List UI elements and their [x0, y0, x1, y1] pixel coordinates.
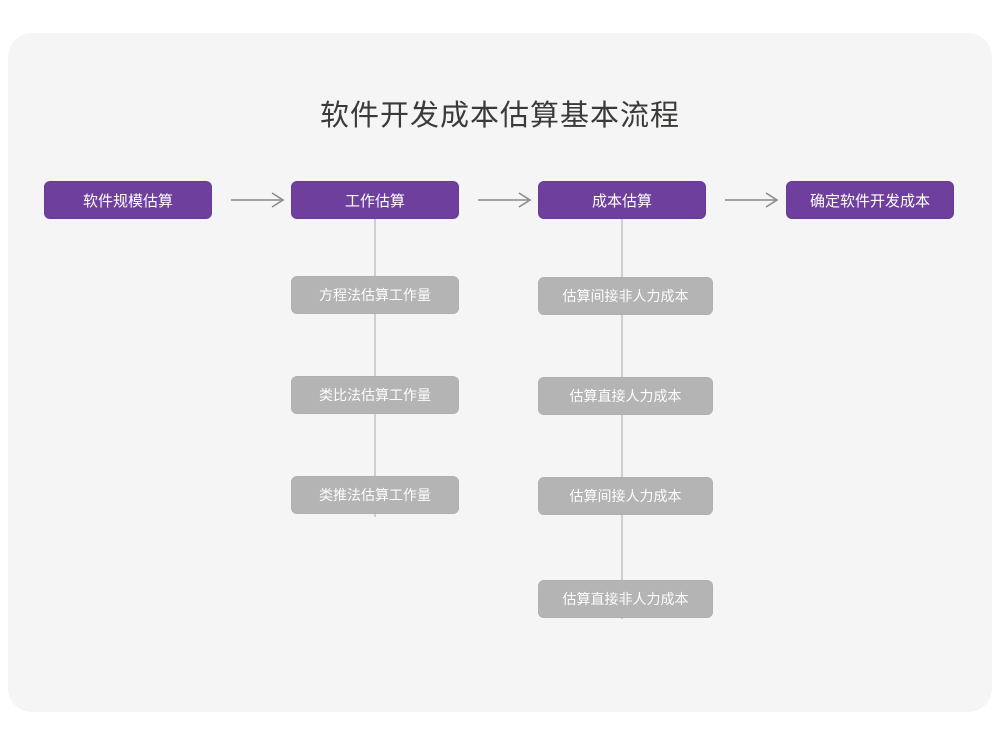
substep-node-indirect-nonlabor-cost[interactable]: 估算间接非人力成本	[538, 277, 713, 315]
arrow-right-icon-1	[229, 188, 289, 212]
substep-node-analogy-method-effort[interactable]: 类比法估算工作量	[291, 376, 459, 414]
substep-node-label: 估算直接非人力成本	[562, 591, 689, 607]
substep-node-label: 类比法估算工作量	[319, 387, 431, 403]
substep-node-equation-method-effort[interactable]: 方程法估算工作量	[291, 276, 459, 314]
stage-node-label: 软件规模估算	[82, 192, 173, 210]
connector-line-cost-estimation	[621, 219, 623, 619]
connector-line-effort-estimation	[374, 219, 376, 517]
substep-node-label: 估算间接人力成本	[569, 488, 682, 504]
substep-node-indirect-labor-cost[interactable]: 估算间接人力成本	[538, 477, 713, 515]
stage-node-effort-estimation[interactable]: 工作估算	[291, 181, 459, 219]
substep-node-direct-labor-cost[interactable]: 估算直接人力成本	[538, 377, 713, 415]
substep-node-label: 类推法估算工作量	[319, 487, 431, 503]
stage-node-determine-development-cost[interactable]: 确定软件开发成本	[786, 181, 954, 219]
substep-node-inference-method-effort[interactable]: 类推法估算工作量	[291, 476, 459, 514]
arrow-right-icon-3	[723, 188, 783, 212]
page-title: 软件开发成本估算基本流程	[319, 100, 680, 132]
stage-node-software-scale-estimation[interactable]: 软件规模估算	[44, 181, 212, 219]
stage-node-label: 成本估算	[591, 192, 652, 210]
diagram-canvas: 软件开发成本估算基本流程 软件规模估算 工作估算 成本估算 确定软件开发成本 方…	[8, 33, 992, 712]
substep-node-label: 估算间接非人力成本	[562, 288, 689, 304]
substep-node-direct-nonlabor-cost[interactable]: 估算直接非人力成本	[538, 580, 713, 618]
arrow-right-icon-2	[476, 188, 536, 212]
stage-node-label: 确定软件开发成本	[809, 192, 930, 210]
substep-node-label: 估算直接人力成本	[569, 388, 682, 404]
stage-node-cost-estimation[interactable]: 成本估算	[538, 181, 706, 219]
substep-node-label: 方程法估算工作量	[319, 287, 431, 303]
stage-node-label: 工作估算	[344, 192, 405, 210]
